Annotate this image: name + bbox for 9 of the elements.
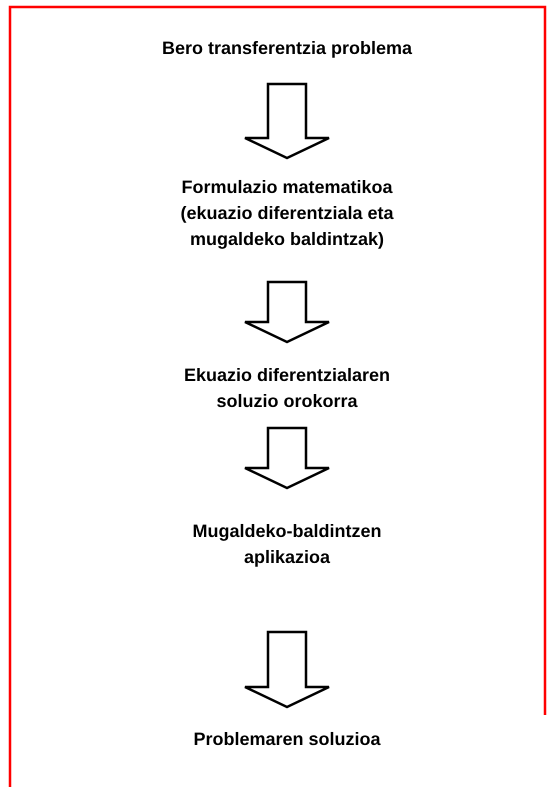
step-label: Bero transferentzia problema (162, 37, 412, 60)
step-label: Formulazio matematikoa (ekuazio diferentziala eta mugaldeko baldintzak) (179, 176, 395, 251)
block-arrow (244, 426, 330, 490)
block-arrow (244, 280, 330, 344)
block-arrow (244, 82, 330, 160)
block-arrow (244, 630, 330, 708)
step-label: Ekuazio diferentzialaren soluzio orokorra (182, 364, 392, 413)
step-label: Problemaren soluzioa (193, 728, 381, 751)
step-label: Mugaldeko-baldintzen aplikazioa (192, 520, 382, 569)
